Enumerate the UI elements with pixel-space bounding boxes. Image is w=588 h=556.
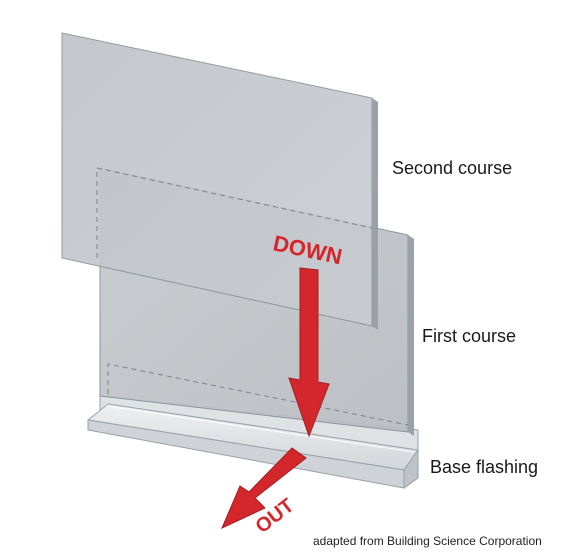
second-course-sheet xyxy=(61,32,378,330)
base-flashing-front xyxy=(86,403,419,489)
arrow-down-left-icon xyxy=(221,447,307,530)
down-arrow-icon xyxy=(288,267,330,438)
source-credit: adapted from Building Science Corporatio… xyxy=(313,534,542,548)
base-flashing-label: Base flashing xyxy=(430,457,539,477)
first-course-label: First course xyxy=(422,326,517,346)
second-course-label: Second course xyxy=(392,158,513,178)
first-course-hidden-edge xyxy=(96,167,373,258)
